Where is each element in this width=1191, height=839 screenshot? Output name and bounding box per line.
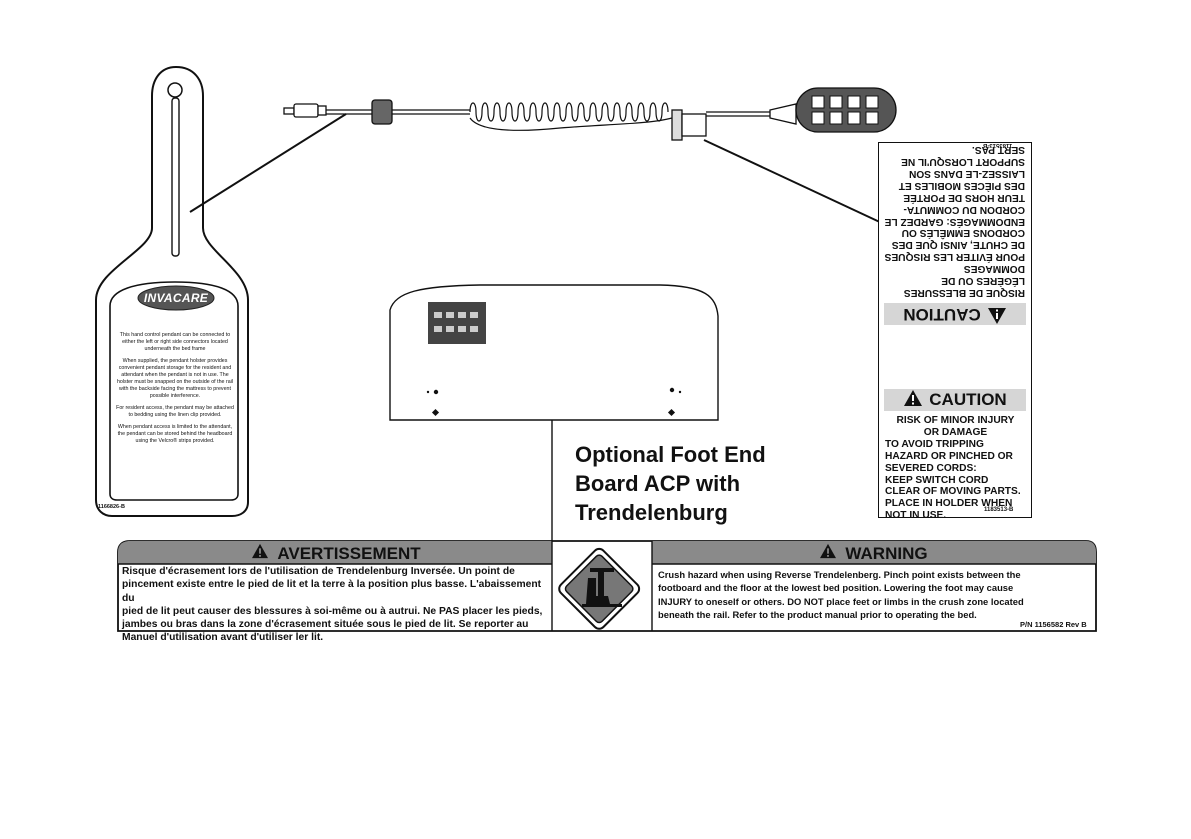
warning-title: WARNING: [845, 543, 928, 563]
caution-part-number: 1183513-B: [984, 507, 1014, 513]
pendant-cable: [283, 87, 897, 141]
avertissement-line: Manuel d'utilisation avant d'utiliser le…: [122, 632, 324, 644]
avertissement-header: AVERTISSEMENT: [120, 543, 552, 564]
warning-line: Crush hazard when using Reverse Trendele…: [658, 569, 1021, 580]
tag-part-number: 1166826-B: [98, 504, 125, 510]
warning-header: WARNING: [652, 543, 1095, 564]
foot-board: [389, 284, 719, 543]
caution-line-en: RISK OF MINOR INJURY: [896, 415, 1015, 426]
avertissement-title: AVERTISSEMENT: [277, 543, 421, 563]
label-leader-line: [703, 139, 885, 225]
control-panel: [428, 302, 486, 344]
warning-banner: [117, 540, 1097, 632]
warning-text: Crush hazard when using Reverse Trendele…: [658, 568, 1088, 621]
warning-line: footboard and the floor at the lowest be…: [658, 582, 1014, 594]
warning-triangle-icon: [819, 543, 837, 564]
tag-paragraph: When supplied, the pendant holster provi…: [116, 358, 234, 399]
avertissement-line: jambes ou bras dans la zone d'écrasement…: [122, 619, 529, 631]
warning-triangle-icon: [251, 543, 269, 564]
holster-tag-text: This hand control pendant can be connect…: [114, 332, 236, 450]
tag-paragraph: For resident access, the pendant may be …: [116, 405, 234, 418]
foot-board-label-line: Optional Foot End: [575, 442, 766, 467]
caution-title-en: CAUTION: [929, 390, 1007, 409]
caution-line-en: PLACE IN HOLDER WHEN: [885, 498, 1013, 510]
warning-triangle-icon: [987, 303, 1007, 326]
caution-line-en: KEEP SWITCH CORD: [885, 474, 989, 486]
foot-board-label-line: Board ACP with: [575, 471, 741, 496]
warning-line: INJURY to oneself or others. DO NOT plac…: [658, 595, 1024, 607]
invacare-logo-badge: [137, 285, 215, 311]
caution-label: [878, 142, 1032, 518]
caution-line-en: TO AVOID TRIPPING: [885, 438, 984, 450]
warning-part-number: P/N 1156582 Rev B: [1020, 620, 1087, 629]
avertissement-text: Risque d'écrasement lors de l'utilisatio…: [122, 565, 550, 645]
caution-label-english: CAUTION RISK OF MINOR INJURY OR DAMAGE T…: [880, 389, 1030, 522]
warning-line: beneath the rail. Refer to the product m…: [658, 608, 977, 620]
foot-board-label: Optional Foot End Board ACP with Trendel…: [575, 440, 766, 527]
warning-triangle-icon: [903, 389, 923, 412]
tag-paragraph: When pendant access is limited to the at…: [117, 424, 233, 444]
caution-line-en: OR DAMAGE: [923, 426, 988, 438]
caution-line-en: SEVERED CORDS:: [885, 462, 977, 474]
holster-tag: [95, 65, 249, 517]
caution-line-en: CLEAR OF MOVING PARTS.: [885, 486, 1021, 498]
caution-line-en: NOT IN USE.: [885, 510, 947, 522]
caution-line-en: HAZARD OR PINCHED OR: [885, 450, 1013, 462]
tag-paragraph: This hand control pendant can be connect…: [119, 332, 231, 352]
caution-part-number-fr: 1183513-B: [983, 142, 1013, 148]
crush-hazard-icon: [558, 547, 641, 630]
tag-leader-line: [189, 113, 347, 213]
avertissement-line: pincement existe entre le pied de lit et…: [122, 579, 542, 604]
avertissement-line: pied de lit peut causer des blessures à …: [122, 605, 543, 617]
invacare-logo: INVACARE: [143, 291, 209, 305]
caution-part-number-fr-wrapper: 1183513-B: [880, 142, 1030, 328]
avertissement-line: Risque d'écrasement lors de l'utilisatio…: [122, 566, 515, 577]
caution-label-french-upside-down: CAUTION RISQUE DE BLESSURES LÉGÈRES OU D…: [880, 143, 1030, 328]
foot-board-label-line: Trendelenburg: [575, 500, 728, 525]
